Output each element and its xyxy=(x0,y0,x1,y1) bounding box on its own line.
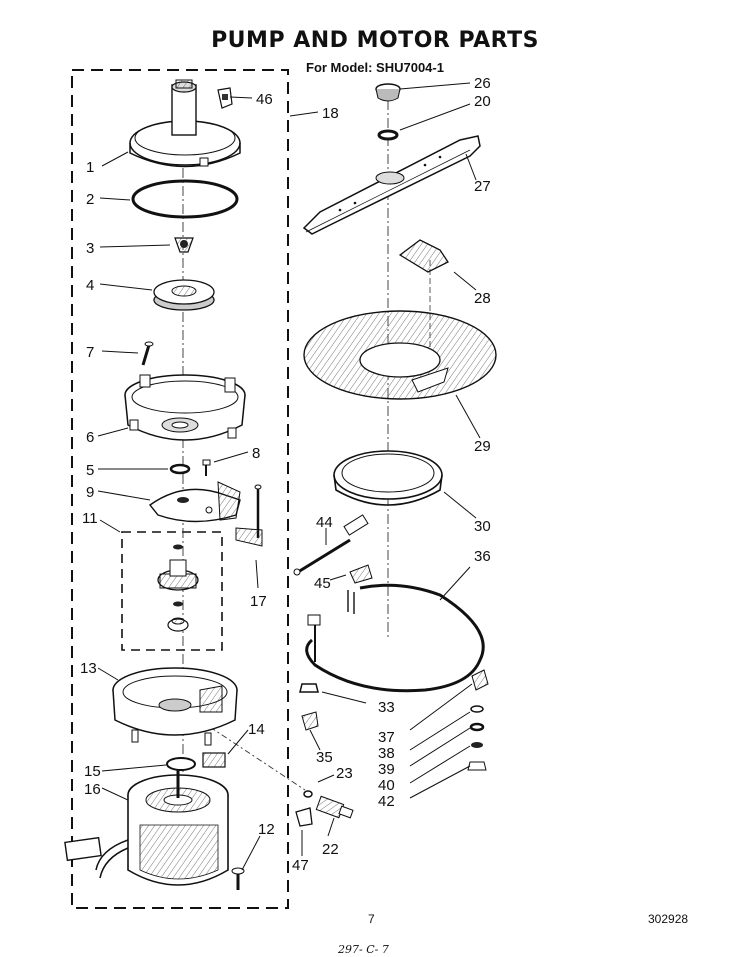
callout-4: 4 xyxy=(86,277,94,294)
callout-44: 44 xyxy=(316,514,333,531)
part-3-impeller xyxy=(174,237,194,253)
callout-30: 30 xyxy=(474,518,491,535)
callout-2: 2 xyxy=(86,191,94,208)
callout-45: 45 xyxy=(314,575,331,592)
callout-7: 7 xyxy=(86,344,94,361)
part-37-42-hardware-stack xyxy=(467,669,489,771)
page-number: 7 xyxy=(368,912,375,926)
part-26-cap xyxy=(375,83,401,102)
callout-1: 1 xyxy=(86,159,94,176)
callout-22: 22 xyxy=(322,841,339,858)
callout-28: 28 xyxy=(474,290,491,307)
part-7-screw xyxy=(141,341,154,366)
callout-12: 12 xyxy=(258,821,275,838)
callout-37: 37 xyxy=(378,729,395,746)
callout-6: 6 xyxy=(86,429,94,446)
callout-14: 14 xyxy=(248,721,265,738)
callout-42: 42 xyxy=(378,793,395,810)
callout-39: 39 xyxy=(378,761,395,778)
callout-9: 9 xyxy=(86,484,94,501)
callout-29: 29 xyxy=(474,438,491,455)
callout-40: 40 xyxy=(378,777,395,794)
part-20-washer xyxy=(377,129,399,141)
callout-35: 35 xyxy=(316,749,333,766)
part-5-washer xyxy=(169,463,191,475)
part-12-screw xyxy=(231,867,245,890)
callout-8: 8 xyxy=(252,445,260,462)
callout-labels: 1 2 3 4 5 6 7 8 9 11 12 13 14 15 16 17 1… xyxy=(80,75,491,874)
part-27-spray-arm xyxy=(302,135,481,235)
part-29-filter-screen xyxy=(303,310,497,400)
callout-23: 23 xyxy=(336,765,353,782)
callout-13: 13 xyxy=(80,660,97,677)
part-11-impeller-set xyxy=(157,544,199,632)
part-36-heating-element xyxy=(305,583,485,693)
part-22-terminal xyxy=(315,795,354,819)
callout-17: 17 xyxy=(250,593,267,610)
diagram-title: PUMP AND MOTOR PARTS xyxy=(211,28,539,53)
part-45-bracket xyxy=(349,564,373,584)
part-1-pump-housing xyxy=(129,79,241,168)
callout-27: 27 xyxy=(474,178,491,195)
part-13-motor-mount xyxy=(112,667,238,746)
part-9-plate xyxy=(148,481,241,523)
part-6-pump-base xyxy=(124,374,246,441)
part-14-spacer xyxy=(202,752,226,768)
part-30-filter-ring xyxy=(333,450,443,506)
part-28-clip xyxy=(398,239,449,273)
impeller-subassembly-outline xyxy=(121,531,223,651)
part-33-nut xyxy=(299,683,319,693)
part-4-disc xyxy=(153,279,215,311)
part-2-seal-ring xyxy=(131,179,239,219)
callout-26: 26 xyxy=(474,75,491,92)
handwritten-note: 297- C- 7 xyxy=(338,943,389,956)
callout-3: 3 xyxy=(86,240,94,257)
callout-36: 36 xyxy=(474,548,491,565)
callout-46: 46 xyxy=(256,91,273,108)
callout-16: 16 xyxy=(84,781,101,798)
part-15-washer xyxy=(166,757,196,771)
callout-38: 38 xyxy=(378,745,395,762)
pump-assembly-outline xyxy=(71,69,289,909)
callout-20: 20 xyxy=(474,93,491,110)
document-number: 302928 xyxy=(648,912,689,926)
part-23-oring xyxy=(303,790,313,798)
part-17-post xyxy=(235,484,263,547)
callout-15: 15 xyxy=(84,763,101,780)
callout-47: 47 xyxy=(292,857,309,874)
part-47-clip xyxy=(295,807,313,827)
callout-11: 11 xyxy=(82,510,98,527)
part-44-rod xyxy=(293,514,369,576)
leader-lines xyxy=(97,82,481,871)
callout-18: 18 xyxy=(322,105,339,122)
part-8-screw xyxy=(202,459,211,476)
part-35-clip xyxy=(301,711,319,731)
part-16-motor xyxy=(64,770,229,886)
callout-33: 33 xyxy=(378,699,395,716)
model-subtitle: For Model: SHU7004-1 xyxy=(306,60,444,75)
callout-5: 5 xyxy=(86,462,94,479)
part-46-clip xyxy=(217,87,233,109)
